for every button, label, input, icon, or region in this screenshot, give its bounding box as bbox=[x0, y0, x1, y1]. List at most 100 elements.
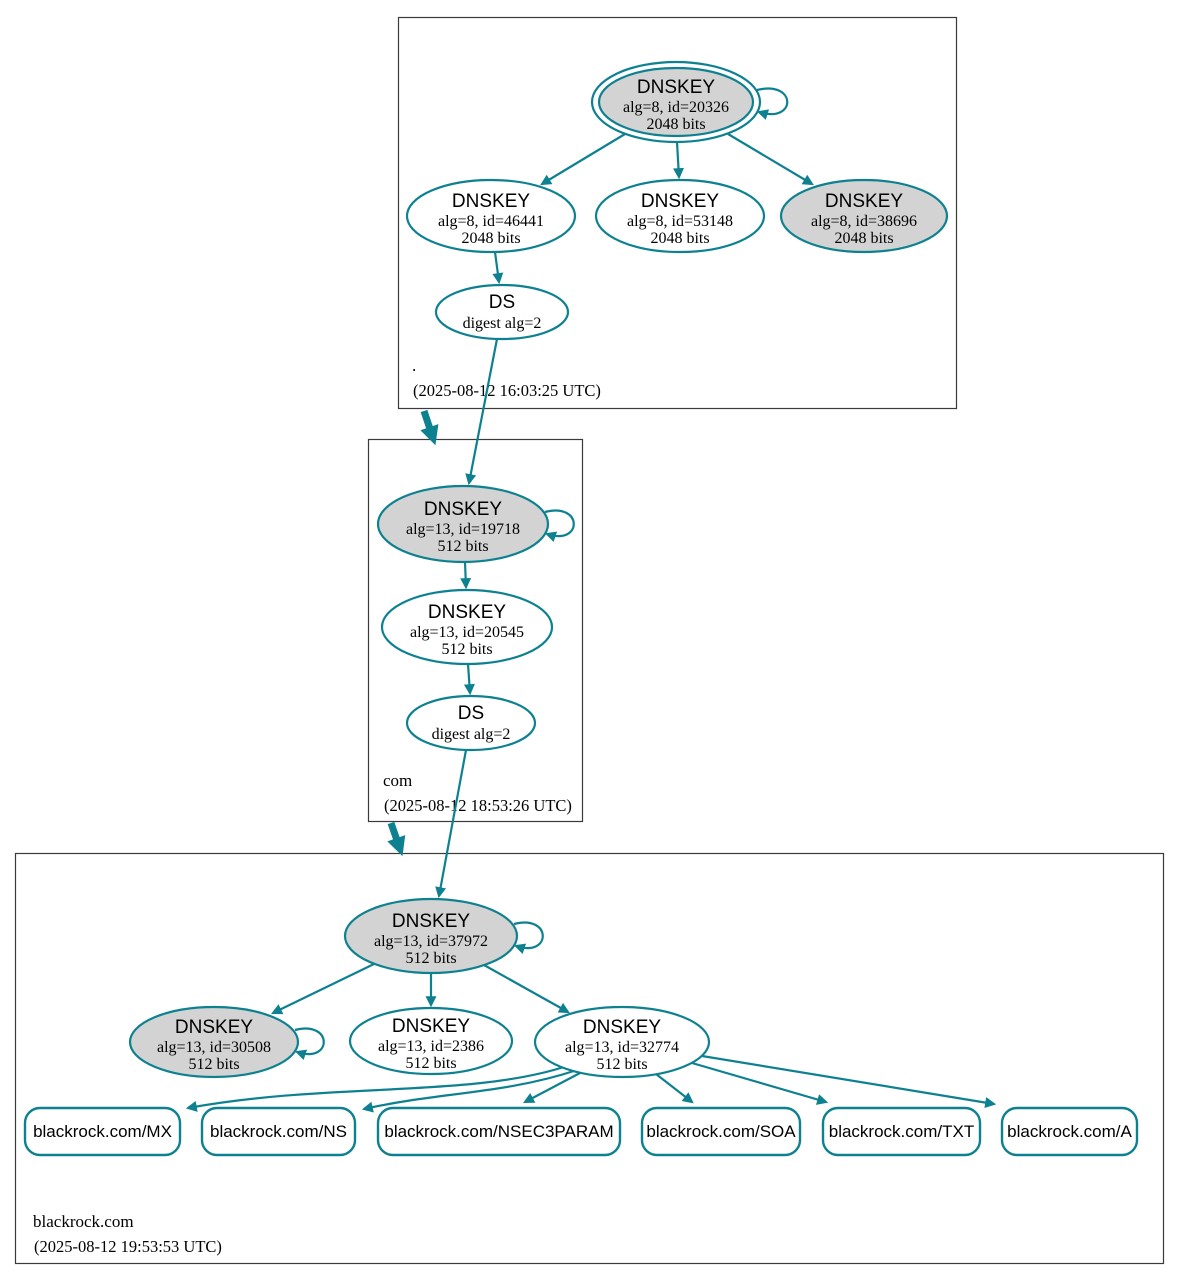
zone-timestamp-com: (2025-08-12 18:53:26 UTC) bbox=[384, 796, 572, 815]
node-attr-br-zsk-30508-1: 512 bits bbox=[188, 1056, 239, 1073]
zone-boxes-layer: . (2025-08-12 16:03:25 UTC) com (2025-08-12… bbox=[14, 16, 1165, 1265]
edge-ds-link-root-ds-to-com-ksk-19718 bbox=[465, 338, 499, 486]
rrset-box-rrset-nsec3param bbox=[376, 1106, 622, 1157]
node-rrset-soa: blackrock.com/SOA bbox=[640, 1106, 802, 1157]
node-attr-br-ksk-37972-0: alg=13, id=37972 bbox=[374, 933, 488, 950]
node-attr-br-zsk-32774-1: 512 bits bbox=[596, 1056, 647, 1073]
node-outline-com-ksk-19718 bbox=[376, 484, 550, 564]
zone-box-root bbox=[397, 16, 958, 410]
node-attr-br-ksk-37972-1: 512 bits bbox=[405, 950, 456, 967]
rrset-label-rrset-txt: blackrock.com/TXT bbox=[829, 1122, 974, 1141]
edge-signs-root-ksk-20326-to-root-zsk-46441 bbox=[540, 133, 626, 186]
edges-layer bbox=[185, 87, 997, 1113]
node-outline-br-ksk-37972 bbox=[343, 897, 519, 975]
rrset-label-rrset-a: blackrock.com/A bbox=[1007, 1122, 1132, 1141]
node-attr-br-zsk-32774-0: alg=13, id=32774 bbox=[565, 1039, 679, 1056]
node-outline-root-zsk-46441 bbox=[405, 178, 577, 254]
node-outline-com-ds bbox=[405, 694, 537, 752]
node-title-root-zsk-38696: DNSKEY bbox=[825, 191, 903, 212]
edge-zone-delegation-root-to-com bbox=[420, 409, 439, 446]
node-title-br-zsk-2386: DNSKEY bbox=[392, 1016, 470, 1037]
node-attr-root-zsk-46441-0: alg=8, id=46441 bbox=[438, 213, 544, 230]
edge-signs-br-zsk-32774-to-rrset-nsec3param bbox=[523, 1072, 581, 1104]
node-title-br-ksk-37972: DNSKEY bbox=[392, 911, 470, 932]
node-title-root-ksk-20326: DNSKEY bbox=[637, 77, 715, 98]
node-attr-com-zsk-20545-0: alg=13, id=20545 bbox=[410, 624, 524, 641]
node-attr-com-zsk-20545-1: 512 bits bbox=[441, 641, 492, 658]
node-attr-root-ksk-20326-1: 2048 bits bbox=[646, 116, 705, 133]
edge-zone-delegation-com-to-blackrock.com bbox=[387, 821, 406, 857]
node-outline-com-zsk-20545 bbox=[380, 588, 554, 666]
node-attr-br-zsk-2386-1: 512 bits bbox=[405, 1055, 456, 1072]
edge-signs-com-ksk-19718-to-com-zsk-20545 bbox=[460, 561, 472, 590]
node-attr-br-zsk-30508-0: alg=13, id=30508 bbox=[157, 1039, 271, 1056]
node-attr-com-ksk-19718-1: 512 bits bbox=[437, 538, 488, 555]
zone-timestamp-blackrock.com: (2025-08-12 19:53:53 UTC) bbox=[34, 1237, 222, 1256]
node-attr-root-zsk-38696-1: 2048 bits bbox=[834, 230, 893, 247]
edge-signs-br-zsk-32774-to-rrset-soa bbox=[655, 1073, 694, 1104]
rrset-box-rrset-a bbox=[1000, 1106, 1139, 1157]
edge-signs-br-zsk-32774-to-rrset-ns bbox=[361, 1068, 578, 1113]
node-outline-root-zsk-53148 bbox=[594, 178, 766, 254]
zone-name-root: . bbox=[412, 356, 416, 375]
zone-name-blackrock.com: blackrock.com bbox=[33, 1212, 134, 1231]
node-title-br-zsk-32774: DNSKEY bbox=[583, 1017, 661, 1038]
node-title-com-zsk-20545: DNSKEY bbox=[428, 602, 506, 623]
node-attr-com-ds-0: digest alg=2 bbox=[432, 726, 511, 743]
edge-signs-com-zsk-20545-to-com-ds bbox=[463, 663, 475, 696]
node-title-com-ksk-19718: DNSKEY bbox=[424, 499, 502, 520]
zone-blackrock.com: blackrock.com (2025-08-12 19:53:53 UTC) bbox=[14, 852, 1165, 1265]
rrset-box-rrset-soa bbox=[640, 1106, 802, 1157]
node-title-root-ds: DS bbox=[489, 292, 515, 313]
node-outline-root-zsk-38696 bbox=[779, 178, 949, 254]
node-attr-root-zsk-46441-1: 2048 bits bbox=[461, 230, 520, 247]
node-attr-com-ksk-19718-0: alg=13, id=19718 bbox=[406, 521, 520, 538]
zone-root: . (2025-08-12 16:03:25 UTC) bbox=[397, 16, 958, 410]
edge-signs-br-zsk-32774-to-rrset-txt bbox=[691, 1061, 829, 1105]
rrset-label-rrset-soa: blackrock.com/SOA bbox=[646, 1122, 796, 1141]
zone-name-com: com bbox=[383, 771, 412, 790]
edge-signs-br-zsk-32774-to-rrset-mx bbox=[185, 1064, 568, 1112]
edge-signs-root-ksk-20326-to-root-zsk-53148 bbox=[673, 141, 684, 180]
zone-box-blackrock.com bbox=[14, 852, 1165, 1265]
edge-signs-br-ksk-37972-to-br-zsk-30508 bbox=[271, 963, 375, 1015]
rrset-box-rrset-ns bbox=[200, 1106, 357, 1157]
zone-timestamp-root: (2025-08-12 16:03:25 UTC) bbox=[413, 381, 601, 400]
node-rrset-mx: blackrock.com/MX bbox=[23, 1106, 182, 1157]
edge-self-sign-br-ksk-37972-to-br-ksk-37972 bbox=[513, 921, 544, 954]
node-outline-br-zsk-30508 bbox=[128, 1005, 300, 1079]
zone-box-com bbox=[367, 438, 584, 823]
node-rrset-txt: blackrock.com/TXT bbox=[821, 1106, 982, 1157]
zone-com: com (2025-08-12 18:53:26 UTC) bbox=[367, 438, 584, 823]
rrset-label-rrset-ns: blackrock.com/NS bbox=[210, 1122, 347, 1141]
edge-ds-link-com-ds-to-br-ksk-37972 bbox=[435, 749, 468, 899]
edge-signs-root-zsk-46441-to-root-ds bbox=[492, 251, 504, 285]
rrset-box-rrset-txt bbox=[821, 1106, 982, 1157]
rrset-box-rrset-mx bbox=[23, 1106, 182, 1157]
node-attr-br-zsk-2386-0: alg=13, id=2386 bbox=[378, 1038, 484, 1055]
rrset-label-rrset-mx: blackrock.com/MX bbox=[33, 1122, 172, 1141]
node-outline-root-ds bbox=[434, 283, 570, 341]
node-title-root-zsk-53148: DNSKEY bbox=[641, 191, 719, 212]
edge-self-sign-root-ksk-20326-to-root-ksk-20326 bbox=[756, 87, 789, 120]
rrset-label-rrset-nsec3param: blackrock.com/NSEC3PARAM bbox=[384, 1122, 613, 1141]
node-attr-root-zsk-38696-0: alg=8, id=38696 bbox=[811, 213, 917, 230]
edge-signs-root-ksk-20326-to-root-zsk-38696 bbox=[727, 133, 814, 186]
edge-self-sign-com-ksk-19718-to-com-ksk-19718 bbox=[544, 509, 575, 542]
node-outline-inner-root-ksk-20326 bbox=[597, 66, 755, 138]
node-outline-br-zsk-2386 bbox=[348, 1006, 514, 1076]
edge-self-sign-br-zsk-30508-to-br-zsk-30508 bbox=[294, 1027, 325, 1060]
